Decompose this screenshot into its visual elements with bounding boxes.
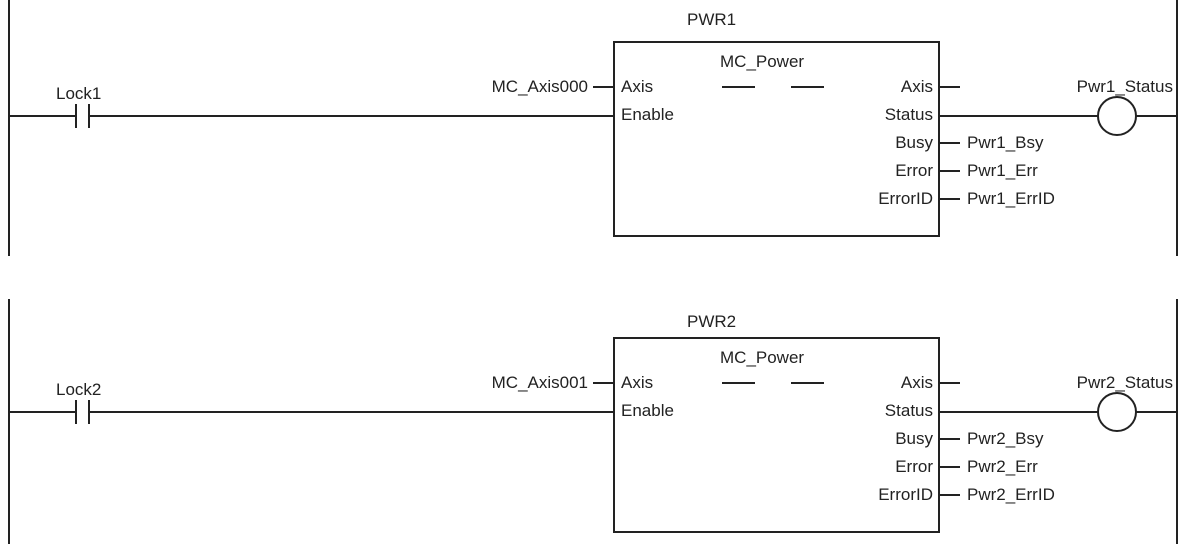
output-errorid-label: ErrorID xyxy=(878,485,933,504)
busy-variable: Pwr1_Bsy xyxy=(967,133,1044,152)
fb-type-name: MC_Power xyxy=(720,348,804,367)
input-enable-label: Enable xyxy=(621,105,674,124)
fb-instance-name: PWR1 xyxy=(687,10,736,29)
output-error-label: Error xyxy=(895,161,933,180)
axis-variable: MC_Axis001 xyxy=(492,373,588,392)
no-contact[interactable] xyxy=(75,104,90,128)
coil[interactable] xyxy=(1097,392,1137,432)
error-variable: Pwr1_Err xyxy=(967,161,1038,180)
input-enable-label: Enable xyxy=(621,401,674,420)
coil[interactable] xyxy=(1097,96,1137,136)
no-contact[interactable] xyxy=(75,400,90,424)
input-axis-label: Axis xyxy=(621,373,653,392)
function-block[interactable] xyxy=(613,41,940,237)
busy-variable: Pwr2_Bsy xyxy=(967,429,1044,448)
coil-label: Pwr2_Status xyxy=(1077,373,1173,392)
errorid-variable: Pwr1_ErrID xyxy=(967,189,1055,208)
output-status-label: Status xyxy=(885,105,933,124)
error-variable: Pwr2_Err xyxy=(967,457,1038,476)
contact-label: Lock2 xyxy=(56,380,101,399)
output-axis-label: Axis xyxy=(901,77,933,96)
contact-label: Lock1 xyxy=(56,84,101,103)
output-status-label: Status xyxy=(885,401,933,420)
output-busy-label: Busy xyxy=(895,133,933,152)
input-axis-label: Axis xyxy=(621,77,653,96)
output-axis-label: Axis xyxy=(901,373,933,392)
rung-2: Lock2 PWR2 MC_Power Axis Enable MC_Axis0… xyxy=(8,299,1178,544)
rung-1: Lock1 PWR1 MC_Power Axis Enable MC_Axis0… xyxy=(8,0,1178,256)
output-errorid-label: ErrorID xyxy=(878,189,933,208)
fb-type-name: MC_Power xyxy=(720,52,804,71)
fb-instance-name: PWR2 xyxy=(687,312,736,331)
output-busy-label: Busy xyxy=(895,429,933,448)
axis-variable: MC_Axis000 xyxy=(492,77,588,96)
function-block[interactable] xyxy=(613,337,940,533)
errorid-variable: Pwr2_ErrID xyxy=(967,485,1055,504)
coil-label: Pwr1_Status xyxy=(1077,77,1173,96)
output-error-label: Error xyxy=(895,457,933,476)
